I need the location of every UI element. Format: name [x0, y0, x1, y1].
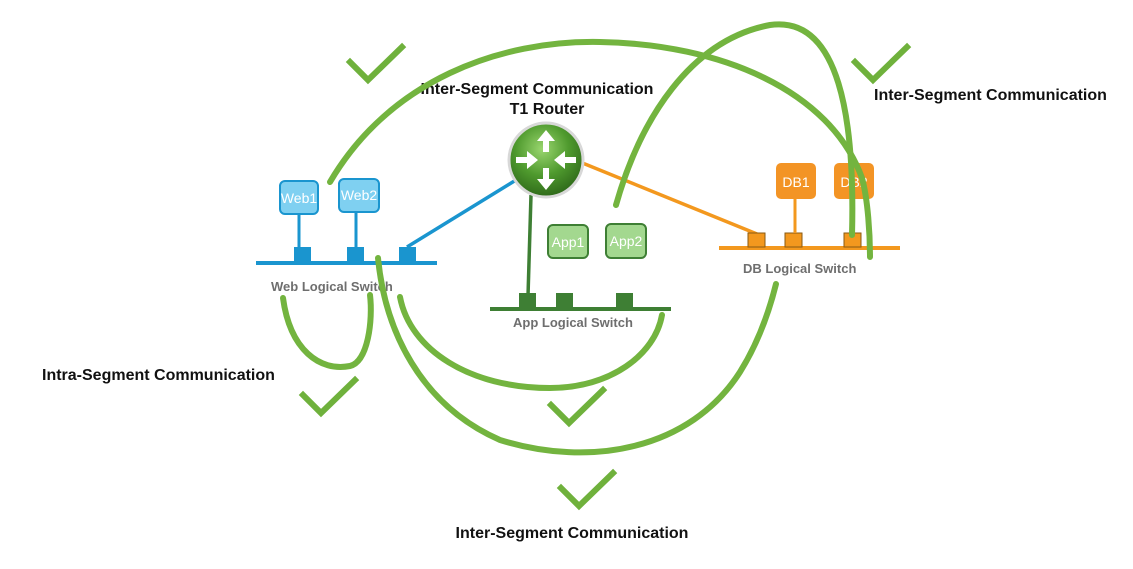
vm-db1-label: DB1: [782, 174, 809, 190]
app-logical-switch: [490, 293, 671, 311]
db-switch-label: DB Logical Switch: [743, 261, 856, 276]
checkmark-icon: [556, 468, 618, 511]
web-port-2: [347, 247, 364, 262]
web-logical-switch: [256, 210, 437, 265]
web-app-path: [397, 294, 665, 392]
router-web-link: [406, 178, 517, 249]
router-app-link: [526, 194, 533, 297]
vm-app2: App2: [605, 223, 647, 259]
vm-app2-label: App2: [610, 233, 643, 249]
inter-segment-label-bottom: Inter-Segment Communication: [456, 525, 689, 542]
communication-paths: [280, 21, 873, 456]
vm-web2: Web2: [338, 178, 380, 213]
checkmarks: [298, 42, 912, 511]
app-switch-label: App Logical Switch: [513, 315, 633, 330]
router-arrows-icon: [516, 130, 576, 190]
web-port-1: [294, 247, 311, 262]
checkmark-icon: [546, 385, 608, 428]
db-port-2: [784, 232, 803, 248]
vm-web1: Web1: [279, 180, 319, 215]
vm-web2-label: Web2: [341, 187, 378, 203]
inter-segment-label-right: Inter-Segment Communication: [874, 87, 1107, 104]
db-port-1: [747, 232, 766, 248]
web-port-3: [399, 247, 416, 262]
router-db-link: [579, 160, 758, 236]
app-db-top-path: [613, 21, 856, 238]
t1-router: [507, 121, 585, 199]
checkmark-icon: [345, 42, 407, 85]
vm-app1: App1: [547, 224, 589, 259]
web-switch-label: Web Logical Switch: [271, 279, 393, 294]
app-port-2: [556, 293, 573, 308]
router-title-line2: T1 Router: [510, 101, 585, 118]
web-db-top-path: [327, 38, 873, 260]
vm-db1: DB1: [776, 163, 816, 199]
web-db-path: [375, 255, 779, 456]
app-port-3: [616, 293, 633, 308]
db-logical-switch: [719, 198, 900, 250]
intra-segment-label: Intra-Segment Communication: [42, 367, 275, 384]
checkmark-icon: [298, 375, 360, 418]
app-port-1: [519, 293, 536, 308]
vm-web1-label: Web1: [281, 190, 318, 206]
intra-segment-path: [280, 292, 374, 370]
vm-app1-label: App1: [552, 234, 585, 250]
router-title-line1: Inter-Segment Communication: [421, 81, 654, 98]
checkmark-icon: [850, 42, 912, 85]
